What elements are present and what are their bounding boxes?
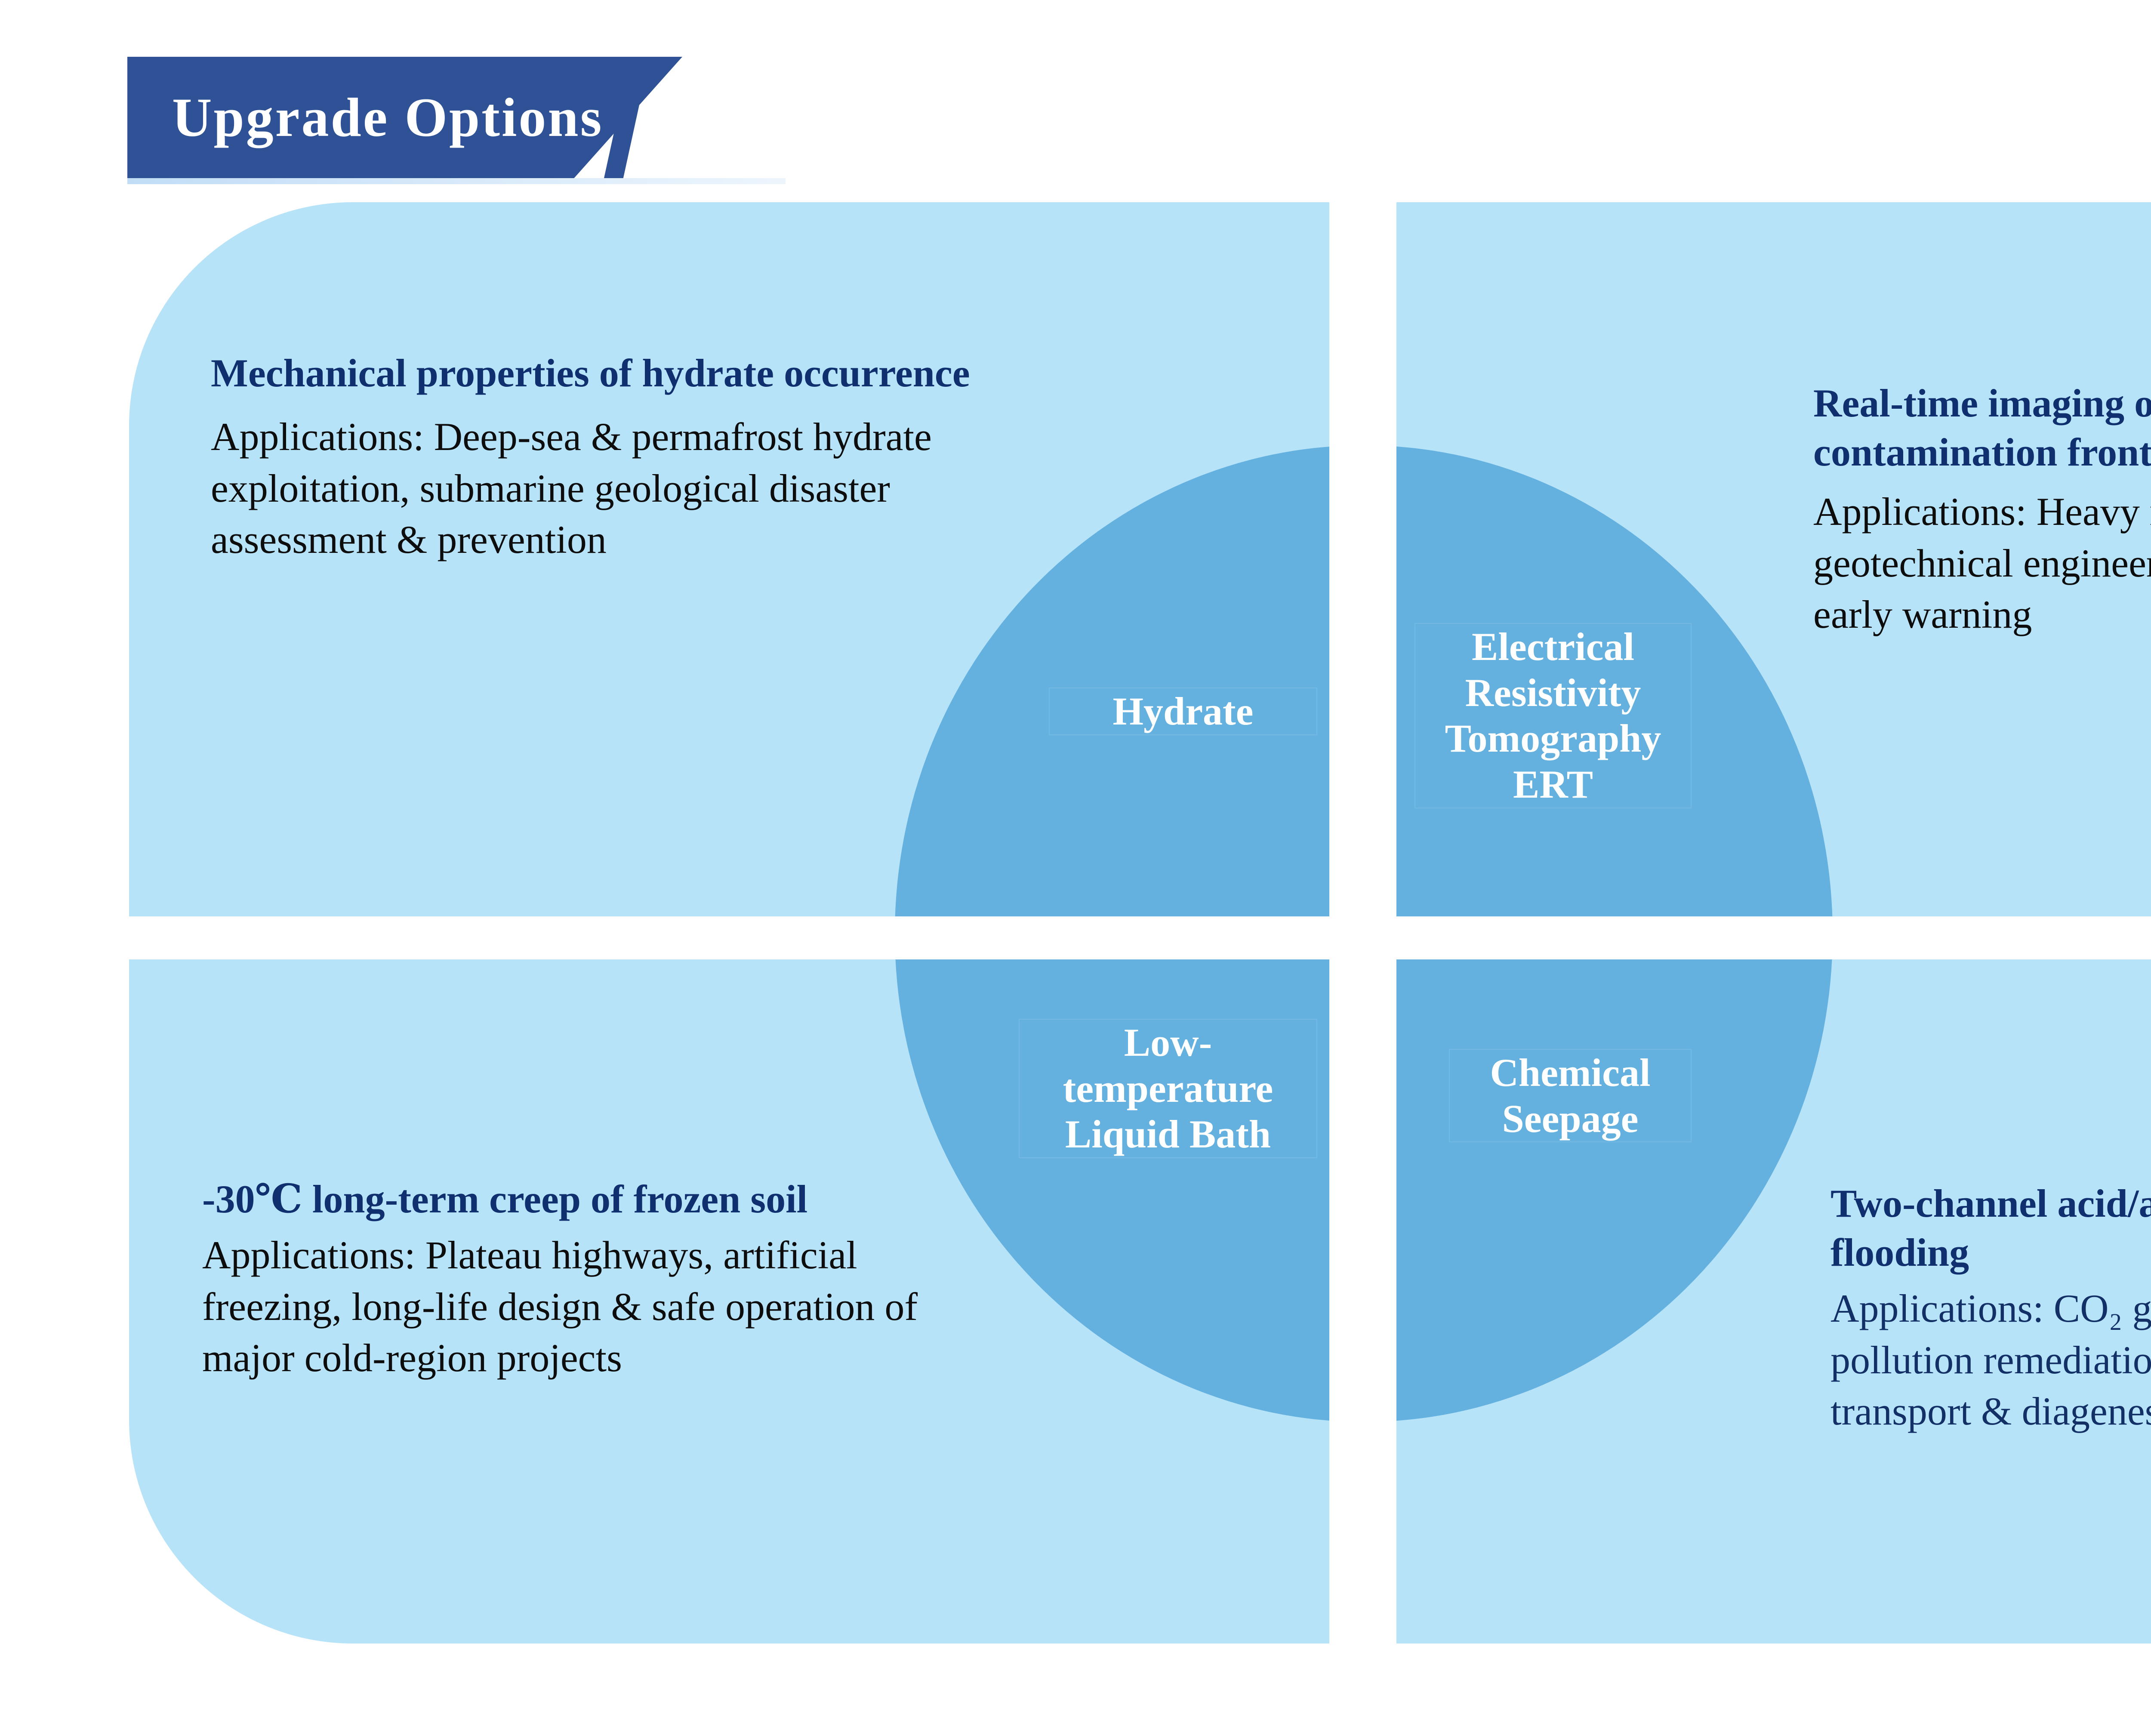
circle-label-ert: Electrical Resistivity Tomography ERT bbox=[1414, 623, 1692, 808]
banner-underline bbox=[127, 178, 786, 184]
circle-label-chemical-seepage: Chemical Seepage bbox=[1449, 1048, 1692, 1143]
quadrant-heading-bottom-right: Two-channel acid/alkali/salt solution fl… bbox=[1831, 1181, 2151, 1275]
banner-parallelogram bbox=[127, 57, 682, 178]
quadrant-heading-bottom-left: -30℃ long-term creep of frozen soil bbox=[202, 1177, 808, 1221]
quadrant-text-top-right: Real-time imaging of moisture content & … bbox=[1813, 379, 2151, 641]
quadrant-heading-top-right: Real-time imaging of moisture content & … bbox=[1813, 381, 2151, 475]
quadrant-body-bottom-left: Applications: Plateau highways, artifici… bbox=[202, 1233, 918, 1380]
quadrant-body-top-right: Applications: Heavy metal transport, sal… bbox=[1813, 490, 2151, 637]
quadrant-text-top-left: Mechanical properties of hydrate occurre… bbox=[211, 348, 981, 566]
quadrant-text-bottom-left: -30℃ long-term creep of frozen soil Appl… bbox=[202, 1175, 981, 1384]
quadrant-text-bottom-right: Two-channel acid/alkali/salt solution fl… bbox=[1831, 1179, 2151, 1437]
quadrant-body-top-left: Applications: Deep-sea & permafrost hydr… bbox=[211, 415, 932, 562]
page-title: Upgrade Options bbox=[172, 87, 604, 148]
divider-horizontal bbox=[112, 916, 2151, 959]
quadrant-body-bottom-right: Applications: CO₂ geological sequestrati… bbox=[1831, 1286, 2151, 1434]
title-banner: Upgrade Options bbox=[127, 57, 798, 184]
circle-label-liquid-bath: Low-temperature Liquid Bath bbox=[1019, 1018, 1317, 1159]
circle-label-hydrate: Hydrate bbox=[1049, 688, 1317, 735]
quadrant-heading-top-left: Mechanical properties of hydrate occurre… bbox=[211, 351, 970, 395]
